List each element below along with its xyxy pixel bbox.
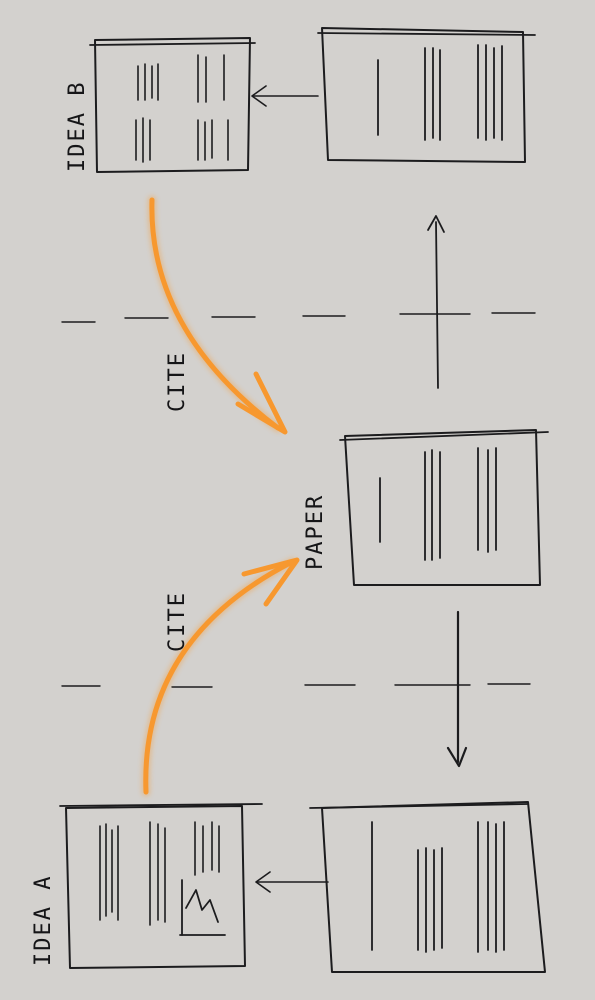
dashed-guide-top	[61, 312, 536, 323]
idea-b-document	[89, 37, 256, 173]
dashed-guide-bottom	[61, 683, 531, 688]
label-idea-a: IDEA A	[31, 875, 56, 966]
source-document-top	[317, 27, 536, 163]
timeline-arrow-down	[446, 610, 468, 768]
source-document-bottom	[309, 801, 546, 973]
arrow-to-idea-b	[251, 85, 319, 107]
idea-a-document	[59, 803, 263, 969]
paper-document	[339, 429, 549, 586]
label-idea-b: IDEA B	[65, 81, 90, 172]
label-cite-bottom: CITE	[165, 591, 190, 652]
cite-arrow-top	[147, 195, 288, 435]
idea-a-mini-chart	[179, 879, 226, 936]
arrow-to-idea-a	[255, 871, 329, 893]
label-cite-top: CITE	[165, 351, 190, 412]
cite-arrow-bottom	[141, 557, 300, 797]
label-paper: PAPER	[303, 494, 328, 570]
timeline-arrow-up	[427, 215, 445, 389]
